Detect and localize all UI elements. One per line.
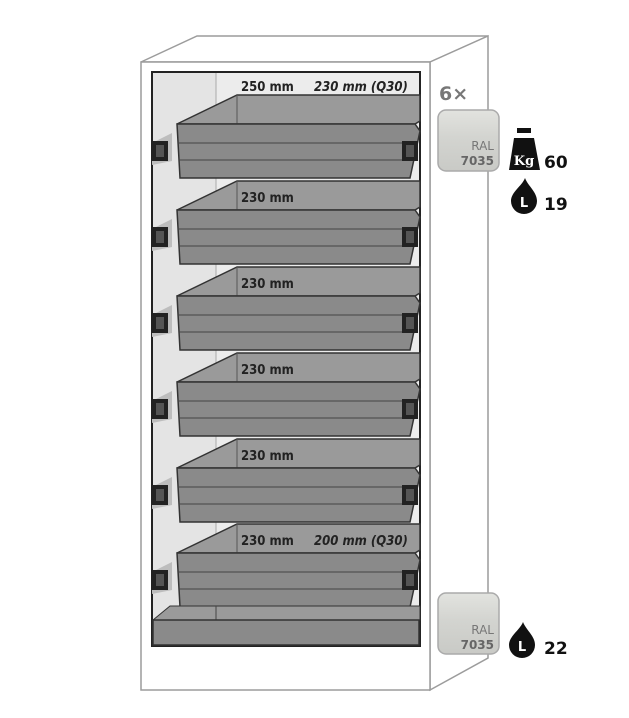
weight-kg-icon: Kg — [509, 128, 540, 170]
drawer-q30-label: 200 mm (Q30) — [314, 534, 408, 549]
ral-label: RAL — [471, 139, 494, 153]
drawer-q30-label: 230 mm (Q30) — [314, 80, 408, 95]
drawer-height-label: 230 mm — [241, 449, 294, 464]
drawer-height-label: 230 mm — [241, 534, 294, 549]
drawer-height-label: 250 mm — [241, 80, 294, 95]
ral-label: RAL — [471, 623, 494, 637]
ral-code: 7035 — [461, 154, 494, 168]
cabinet-top — [140, 35, 489, 63]
l-icon-text: L — [518, 640, 526, 655]
drawer-3: 230 mm — [151, 266, 421, 351]
drawer-5: 230 mm — [151, 438, 421, 523]
drawer-1: 250 mm 230 mm (Q30) — [151, 80, 421, 179]
bottom-sump — [151, 605, 421, 646]
drawer-height-label: 230 mm — [241, 277, 294, 292]
load-capacity-value: 60 — [544, 153, 568, 173]
drawer-2: 230 mm — [151, 180, 421, 265]
drawer-6: 230 mm 200 mm (Q30) — [151, 523, 421, 608]
drawer-color-swatch: RAL 7035 — [437, 109, 500, 172]
drawer-4: 230 mm — [151, 352, 421, 437]
sump-color-swatch: RAL 7035 — [437, 592, 500, 655]
sump-volume-value: 22 — [544, 639, 568, 659]
liquid-drop-l-icon: L — [511, 178, 537, 214]
liquid-drop-l-icon: L — [509, 622, 535, 658]
drawer-count-label: 6× — [439, 83, 468, 105]
drawer-height-label: 230 mm — [241, 363, 294, 378]
ral-code: 7035 — [461, 638, 494, 652]
drawer-volume-value: 19 — [544, 195, 568, 215]
l-icon-text: L — [520, 196, 528, 211]
kg-icon-text: Kg — [514, 154, 534, 169]
drawer-height-label: 230 mm — [241, 191, 294, 206]
